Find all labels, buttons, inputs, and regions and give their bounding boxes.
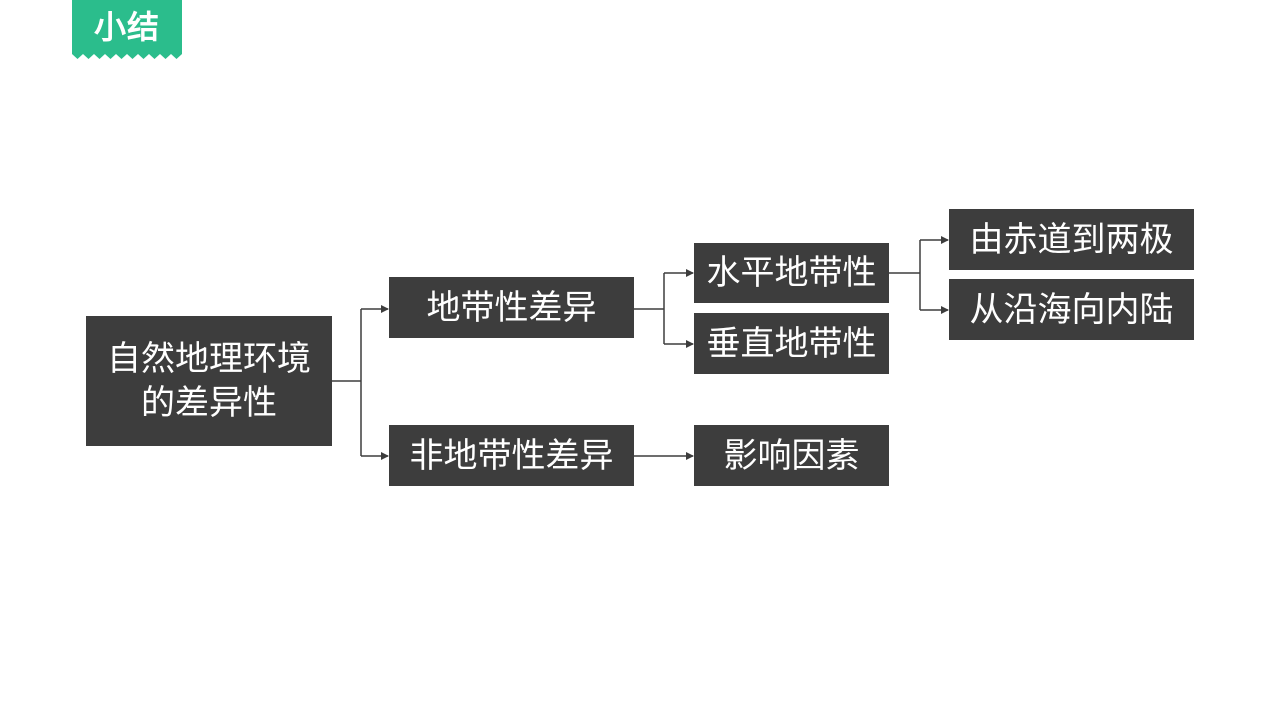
node-vertical-zonality: 垂直地带性 [694,313,889,374]
node-influencing-factors: 影响因素 [694,425,889,486]
summary-badge: 小结 [72,0,182,60]
node-azonal-difference: 非地带性差异 [389,425,634,486]
node-equator-to-poles: 由赤道到两极 [949,209,1194,270]
badge-label: 小结 [93,8,160,46]
badge-background [72,0,182,59]
node-root-line2: 的差异性 [141,383,277,423]
node-coast-to-inland-label: 从沿海向内陆 [969,289,1174,330]
node-root-line1: 自然地理环境 [107,339,311,379]
node-zonal-difference: 地带性差异 [389,277,634,338]
node-zonal-difference-label: 地带性差异 [426,287,597,328]
node-influencing-factors-label: 影响因素 [723,435,860,476]
node-equator-to-poles-label: 由赤道到两极 [969,219,1174,260]
node-azonal-difference-label: 非地带性差异 [409,435,614,476]
node-vertical-zonality-label: 垂直地带性 [706,323,877,364]
node-horizontal-zonality-label: 水平地带性 [706,253,877,293]
node-root: 自然地理环境 的差异性 [86,316,332,446]
node-coast-to-inland: 从沿海向内陆 [949,279,1194,340]
node-horizontal-zonality: 水平地带性 [694,243,889,303]
